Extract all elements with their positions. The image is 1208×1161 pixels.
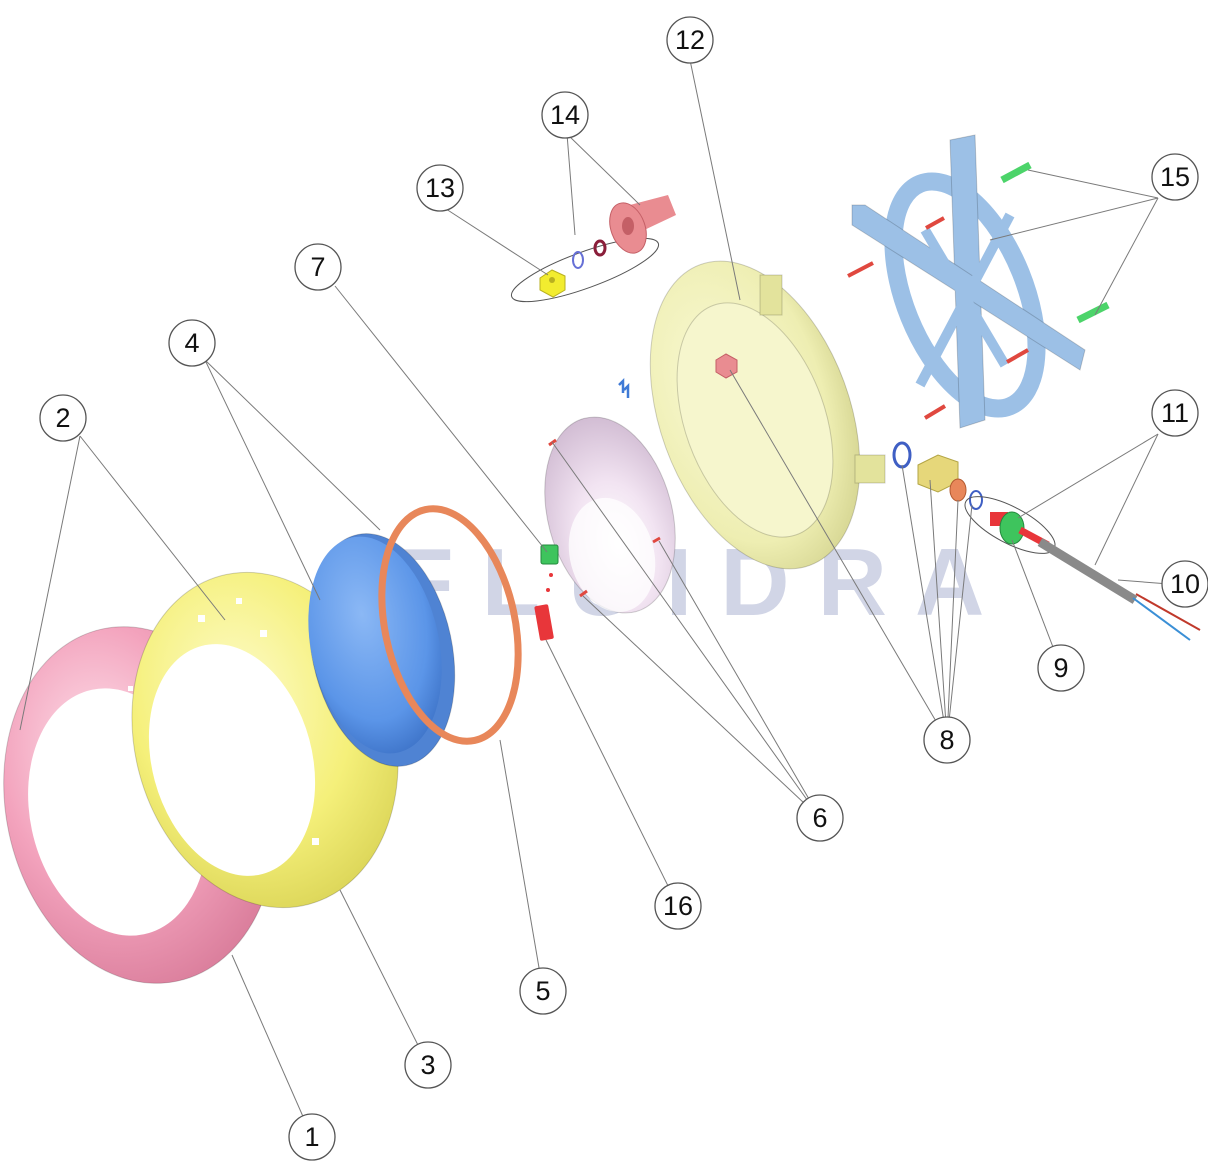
callout-12: 12 (666, 16, 714, 64)
callout-8-label: 8 (939, 725, 954, 755)
callout-8: 8 (923, 716, 971, 764)
callout-9-label: 9 (1053, 653, 1068, 683)
callout-5-label: 5 (535, 976, 550, 1006)
part-11-cable-assembly (990, 511, 1201, 641)
callout-14: 14 (541, 91, 589, 139)
callout-3: 3 (404, 1041, 452, 1089)
callout-4-label: 4 (184, 328, 199, 358)
part-16-red-connector (534, 573, 554, 641)
part-15-mounting-bracket (851, 134, 1086, 429)
callout-16: 16 (654, 882, 702, 930)
callout-10-label: 10 (1170, 569, 1200, 599)
callout-10: 10 (1161, 560, 1208, 608)
bracket-anchors (1000, 161, 1110, 324)
callout-2-label: 2 (55, 403, 70, 433)
callout-4: 4 (168, 319, 216, 367)
callout-1: 1 (288, 1113, 336, 1161)
callout-13: 13 (416, 164, 464, 212)
callout-15: 15 (1151, 153, 1199, 201)
part-6-reflector (544, 416, 676, 614)
part-8-small-oring (969, 490, 983, 510)
callout-6-label: 6 (812, 803, 827, 833)
watermark-text: FLUIDRA (395, 529, 1012, 636)
callout-7-label: 7 (310, 252, 325, 282)
part-8-blue-oring (892, 441, 912, 469)
callout-2: 2 (39, 394, 87, 442)
callout-11: 11 (1151, 389, 1199, 437)
callout-13-label: 13 (425, 173, 455, 203)
part-5-orange-gasket (378, 505, 522, 745)
part-14-small-oring (572, 251, 584, 269)
clip-icon (618, 377, 630, 398)
part-8-orange-oring (949, 478, 967, 502)
callout-12-label: 12 (675, 25, 705, 55)
part-13-yellow-nut (539, 269, 566, 298)
bracket-screws (847, 216, 1029, 420)
part-12-housing (649, 260, 886, 570)
part-9-green-gland (999, 511, 1025, 545)
callout-7: 7 (294, 243, 342, 291)
callout-16-label: 16 (663, 891, 693, 921)
callout-1-label: 1 (304, 1122, 319, 1152)
callout-5: 5 (519, 967, 567, 1015)
callout-14-label: 14 (550, 100, 580, 130)
part-14-dark-oring (593, 239, 607, 257)
callout-15-label: 15 (1160, 162, 1190, 192)
leader-lines (19, 59, 1170, 1138)
callout-6: 6 (796, 794, 844, 842)
part-14-cable-gland (609, 195, 676, 254)
callout-3-label: 3 (420, 1050, 435, 1080)
callout-9: 9 (1037, 644, 1085, 692)
callout-11-label: 11 (1161, 398, 1189, 428)
